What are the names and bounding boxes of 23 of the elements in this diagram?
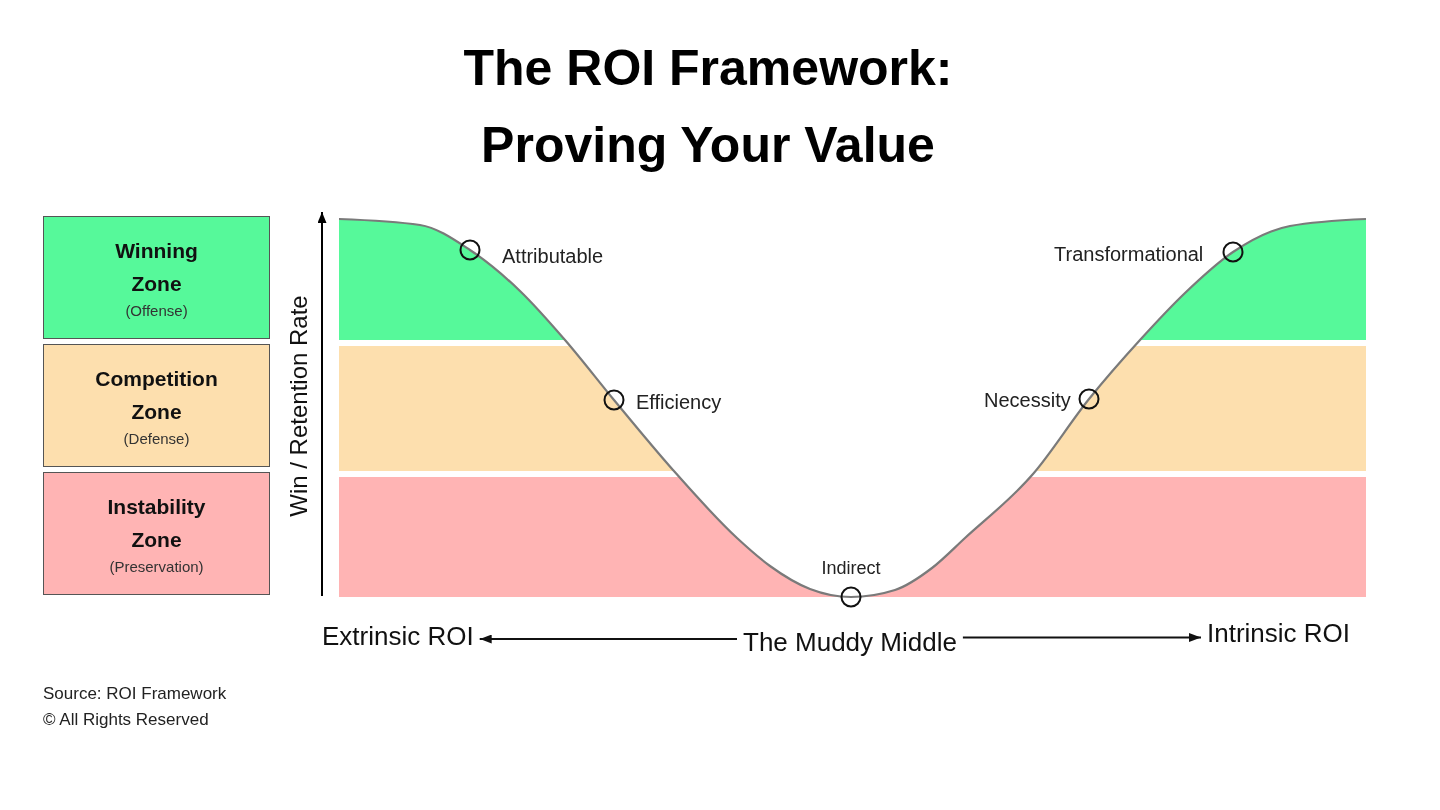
spectrum-label: Intrinsic ROI xyxy=(1207,617,1351,649)
zone-heading: Competition Zone xyxy=(95,366,218,425)
copyright-note: © All Rights Reserved xyxy=(43,709,209,731)
zone-box xyxy=(43,344,270,467)
point-label: Efficiency xyxy=(636,390,722,414)
zone-heading: Instability Zone xyxy=(107,494,206,553)
point-label: Attributable xyxy=(502,244,604,268)
spectrum-label: The Muddy Middle xyxy=(743,626,957,658)
point-label: Indirect xyxy=(821,557,881,579)
axis-title: Win / Retention Rate xyxy=(284,295,313,517)
zone-subtitle: (Preservation) xyxy=(109,557,204,577)
zone-subtitle: (Offense) xyxy=(125,301,188,321)
zone-box xyxy=(43,216,270,339)
source-note: Source: ROI Framework xyxy=(43,683,227,705)
zone-box xyxy=(43,472,270,595)
arrow xyxy=(961,633,1202,642)
arrow xyxy=(478,634,738,644)
zone-subtitle: (Defense) xyxy=(123,429,190,449)
point-label: Transformational xyxy=(1054,242,1204,266)
zone-heading: Winning Zone xyxy=(115,238,198,297)
spectrum-label: Extrinsic ROI xyxy=(322,620,474,652)
title: The ROI Framework: Proving Your Value xyxy=(462,39,954,175)
point-label: Necessity xyxy=(984,388,1071,412)
